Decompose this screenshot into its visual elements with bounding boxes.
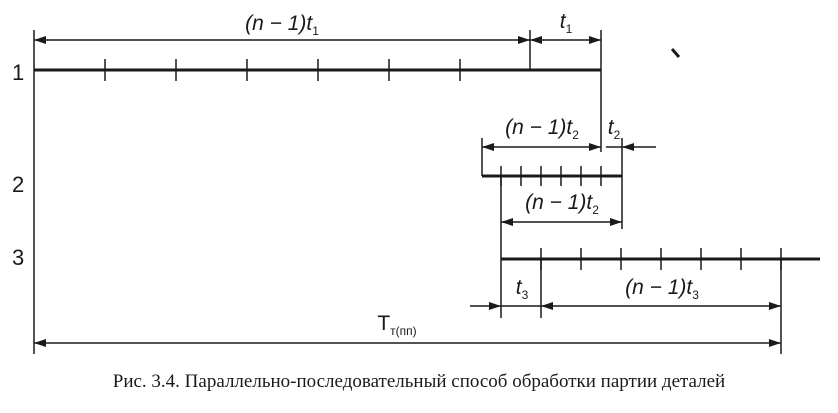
label-op1-rest: (n − 1)t1 bbox=[245, 12, 319, 38]
figure-caption: Рис. 3.4. Параллельно-последовательный с… bbox=[112, 371, 726, 392]
stray-mark bbox=[670, 48, 681, 58]
operation-bar-1 bbox=[34, 59, 601, 81]
label-total: Tт(пп) bbox=[377, 312, 416, 338]
label-op2-single: t2 bbox=[608, 116, 621, 142]
dimension-arrows bbox=[34, 36, 781, 347]
extension-lines bbox=[33, 30, 782, 354]
operation-bar-2 bbox=[482, 166, 622, 186]
label-op3-rest: (n − 1)t3 bbox=[625, 276, 699, 302]
label-op3-single: t3 bbox=[516, 276, 529, 302]
operation-bar-3 bbox=[501, 248, 820, 270]
row-label-3: 3 bbox=[12, 245, 24, 270]
label-op2-rest-bottom: (n − 1)t2 bbox=[525, 191, 599, 217]
label-op1-single: t1 bbox=[560, 10, 573, 36]
label-op2-rest-top: (n − 1)t2 bbox=[505, 116, 579, 142]
row-label-1: 1 bbox=[12, 60, 24, 85]
row-label-2: 2 bbox=[12, 172, 24, 197]
